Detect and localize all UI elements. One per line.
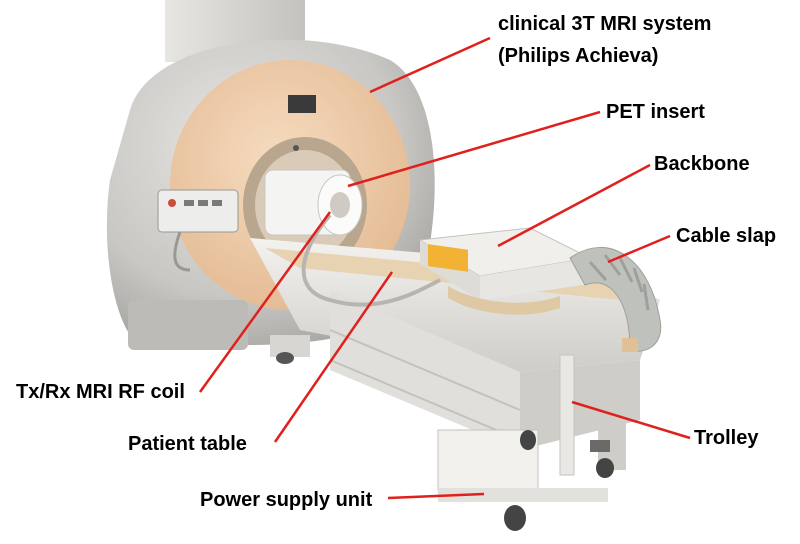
- label-pet-insert: PET insert: [606, 101, 705, 123]
- label-mri-system: clinical 3T MRI system: [498, 13, 712, 35]
- leader-mri: [369, 36, 491, 94]
- label-backbone: Backbone: [654, 153, 750, 175]
- backbone: [418, 227, 592, 315]
- leader-trolley: [571, 400, 691, 440]
- label-trolley: Trolley: [694, 427, 759, 449]
- pet-insert: [264, 169, 363, 236]
- cable-slap: [569, 247, 662, 352]
- label-power-supply: Power supply unit: [200, 489, 373, 511]
- leader-power: [387, 492, 485, 500]
- label-rf-coil: Tx/Rx MRI RF coil: [16, 381, 185, 403]
- leader-backbone: [497, 163, 651, 248]
- control-panel: [157, 189, 239, 233]
- leader-pet: [347, 110, 601, 188]
- label-cable-slap: Cable slap: [676, 225, 777, 247]
- label-mri-model: (Philips Achieva): [498, 45, 659, 67]
- leader-coil: [198, 211, 332, 393]
- trolley: [437, 354, 626, 531]
- leader-cable: [607, 234, 671, 264]
- leader-table: [273, 271, 394, 443]
- leader-lines: [198, 36, 691, 500]
- label-patient-table: Patient table: [128, 433, 247, 455]
- coil-cable: [301, 213, 441, 307]
- bore-display: [288, 95, 316, 113]
